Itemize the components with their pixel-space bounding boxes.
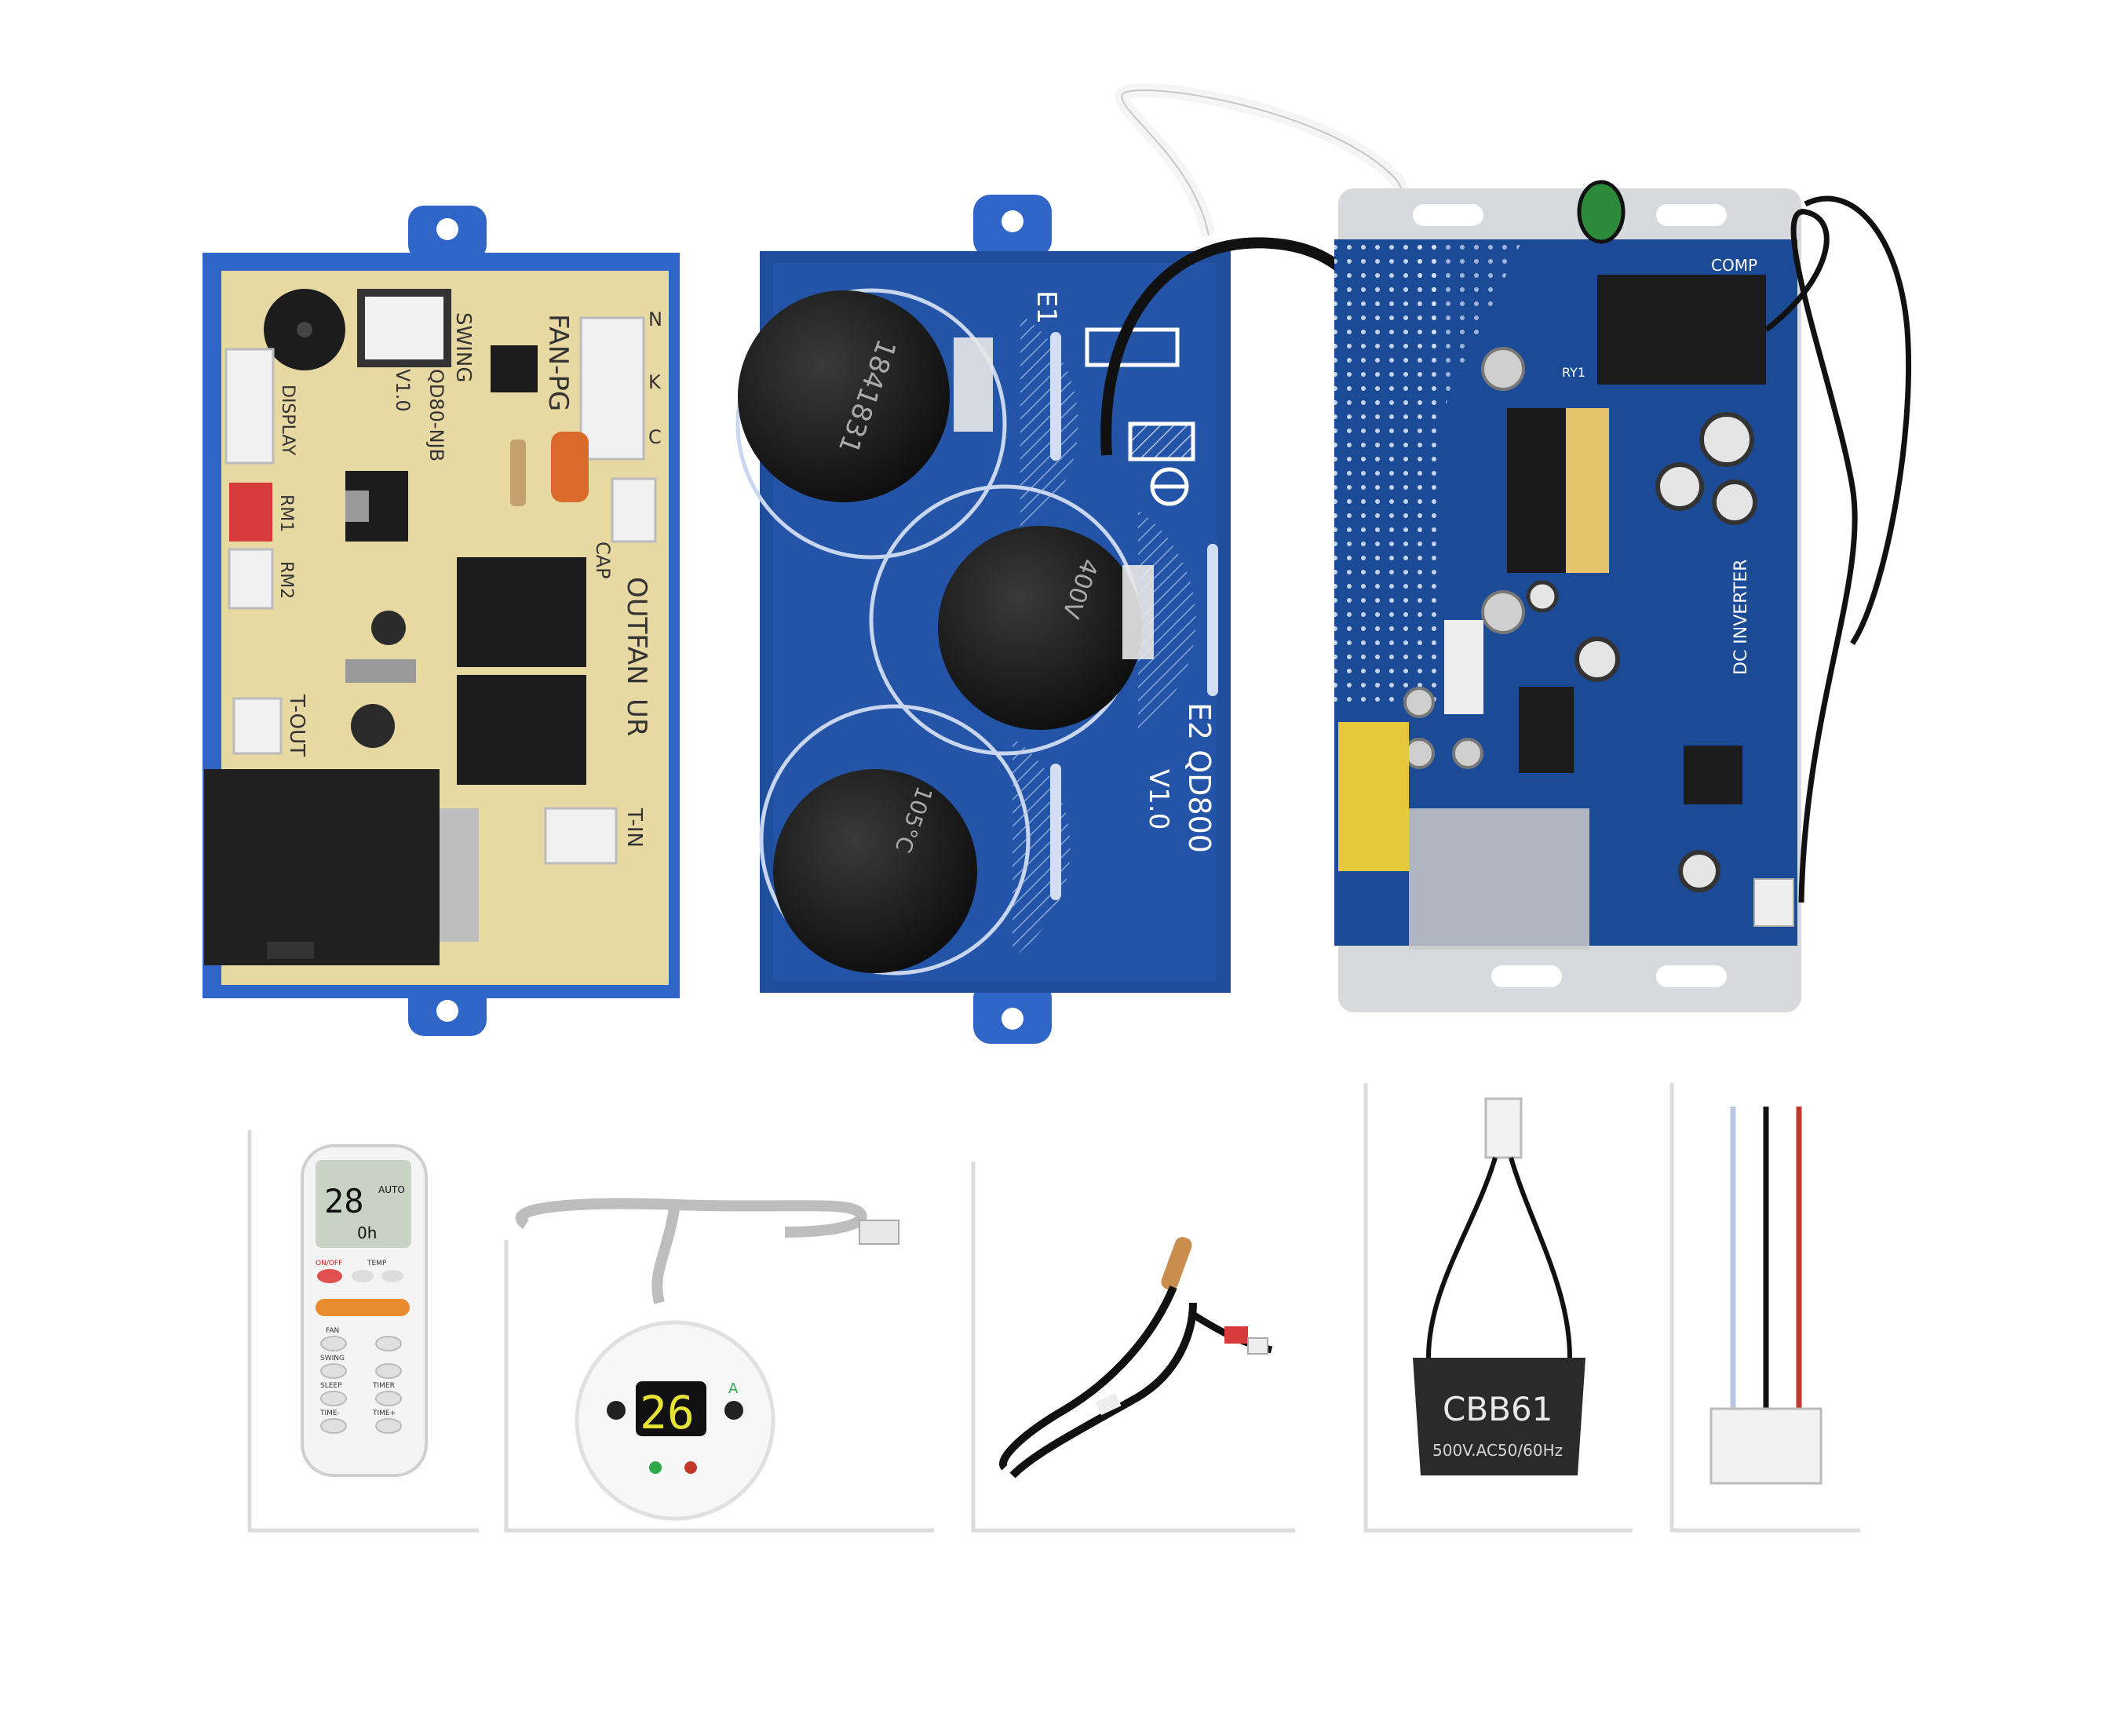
capacitor-small-2 xyxy=(351,704,395,748)
sensor-cable xyxy=(999,1286,1197,1479)
screw-2 xyxy=(1481,590,1525,634)
remote-time-minus-label: TIME- xyxy=(319,1410,340,1417)
diode xyxy=(345,659,416,683)
compressor-relay xyxy=(204,769,440,965)
three-wire-harness xyxy=(1709,1107,1823,1485)
main-control-board: SWING FAN-PG QD80-NJB V1.0 DISPLAY RM1 R… xyxy=(203,206,680,1036)
capacitor-d xyxy=(1574,636,1620,682)
display-panel: 26 A xyxy=(515,1198,899,1521)
remote-swing-label: SWING xyxy=(320,1355,345,1362)
rm2-connector xyxy=(228,548,274,610)
label-t-out: T-OUT xyxy=(285,694,308,757)
display-cable xyxy=(515,1198,867,1304)
label-e2: E2 QD800 xyxy=(1182,702,1217,853)
fuse xyxy=(440,808,479,942)
remote-timer: 0h xyxy=(357,1224,377,1242)
label-display: DISPLAY xyxy=(278,385,297,456)
remote-onoff-label: ON/OFF xyxy=(316,1260,342,1267)
label-version: V1.0 xyxy=(1143,769,1174,830)
remote-timer-label: TIMER xyxy=(372,1382,395,1390)
header-pins xyxy=(1519,687,1574,773)
capacitor-c xyxy=(1712,480,1757,525)
label-c: C xyxy=(648,426,662,448)
label-version: V1.0 xyxy=(392,369,414,412)
remote-temp: 28 xyxy=(324,1182,364,1220)
capacitor-board: 1841831 400V 105°C E1 E2 QD800 V1.0 xyxy=(735,83,1426,1044)
film-capacitor-small xyxy=(551,432,589,502)
rm1-connector xyxy=(229,483,272,542)
screw-1 xyxy=(1481,347,1525,391)
capacitor-3 xyxy=(773,769,977,973)
label-comp: COMP xyxy=(1711,256,1757,275)
label-model: QD80-NJB xyxy=(425,369,447,461)
display-mode: A xyxy=(728,1380,739,1397)
thermistor xyxy=(1577,180,1626,244)
capacitor-e xyxy=(1678,850,1720,892)
inverter-board: DC INVERTER COMP RY1 xyxy=(1334,180,1912,1012)
power-relay xyxy=(1597,275,1766,385)
label-ur: UR xyxy=(621,698,652,737)
label-t-in: T-IN xyxy=(622,808,646,848)
resistor xyxy=(510,439,526,506)
cap-connector xyxy=(611,477,657,543)
mcu-chip xyxy=(1684,746,1742,804)
label-rm2: RM2 xyxy=(276,561,296,599)
x-capacitor xyxy=(1338,722,1409,871)
display-temp: 26 xyxy=(640,1386,695,1439)
temperature-sensors xyxy=(999,1237,1273,1479)
remote-sleep-label: SLEEP xyxy=(320,1382,342,1390)
label-k: K xyxy=(648,371,662,393)
label-inverter: DC INVERTER xyxy=(1731,559,1751,675)
label-outfan: OUTFAN xyxy=(621,577,652,685)
remote-mode: AUTO xyxy=(378,1184,405,1195)
cbb61-capacitor: CBB61 500V.AC50/60Hz xyxy=(1413,1097,1585,1475)
remote-control: 28 AUTO 0h ON/OFF TEMP FAN SWING SLEEP T… xyxy=(301,1144,428,1477)
capacitor-rating: 500V.AC50/60Hz xyxy=(1432,1441,1563,1460)
relay-1 xyxy=(457,557,586,667)
fuse-block xyxy=(1444,620,1483,714)
label-e1: E1 xyxy=(1031,290,1062,324)
capacitor-model: CBB61 xyxy=(1443,1390,1553,1428)
remote-fan-label: FAN xyxy=(326,1327,339,1335)
capacitor-connector xyxy=(1484,1097,1523,1159)
display-screen xyxy=(636,1381,706,1436)
shelf-lines xyxy=(247,1083,1860,1533)
label-n: N xyxy=(648,308,662,330)
relay-2 xyxy=(457,675,586,785)
remote-time-plus-label: TIME+ xyxy=(372,1410,396,1417)
remote-lcd xyxy=(316,1160,411,1248)
wire-connector xyxy=(1709,1407,1823,1485)
heatsink xyxy=(1409,808,1589,950)
label-ry1: RY1 xyxy=(1562,365,1585,380)
label-rm1: RM1 xyxy=(276,494,296,532)
label-fan-pg: FAN-PG xyxy=(542,314,574,411)
capacitor-1 xyxy=(738,290,950,502)
power-connector xyxy=(579,316,645,461)
remote-temp-label: TEMP xyxy=(367,1260,387,1267)
capacitor-body xyxy=(1413,1358,1585,1475)
label-swing: SWING xyxy=(451,312,475,382)
copper-probe xyxy=(1161,1237,1192,1290)
t-out-connector xyxy=(232,697,283,755)
label-cap: CAP xyxy=(592,542,614,579)
ic-chip xyxy=(491,345,538,392)
t-in-connector xyxy=(544,807,618,865)
sensor-wire xyxy=(1764,209,1858,903)
capacitor-a xyxy=(1699,412,1754,467)
capacitor-small-1 xyxy=(371,611,406,645)
capacitor-2 xyxy=(938,526,1142,730)
display-connector xyxy=(224,348,275,465)
capacitor-b xyxy=(1655,462,1704,511)
